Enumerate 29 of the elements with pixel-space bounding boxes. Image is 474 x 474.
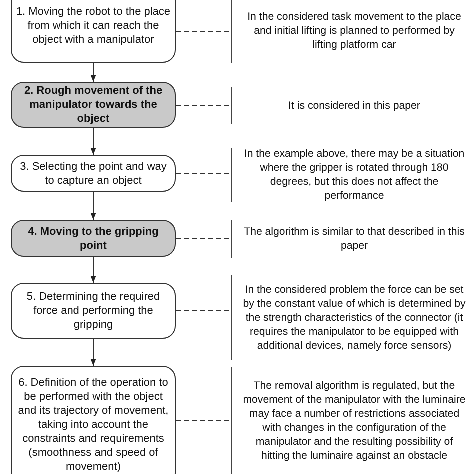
arrow [90, 128, 96, 156]
step-text: 5. Determining the required force and performing the gripping [26, 290, 162, 332]
dashed-connector [176, 173, 232, 174]
step-text: 4. Moving to the gripping point [27, 224, 160, 252]
process-box [11, 283, 176, 339]
step-text: 3. Selecting the point and way to capture an object [19, 160, 168, 188]
note-text: It is considered in this paper [288, 98, 420, 112]
note-text: In the considered problem the force can be set by the constant value of which is determined by the strength characteristics of the connector (it requires the manipulator to be equipped with additional devices, namely force sensors) [242, 282, 467, 352]
process-box [11, 155, 176, 192]
step-text: 6. Definition of the operation to be performed with the object and its trajectory of movement, taking into account the constraints and requirements (smoothness and speed of movement) [17, 376, 170, 474]
step-text: 1. Moving the robot to the place from which it can reach the object with a manipulator [16, 4, 171, 46]
arrow [90, 62, 96, 82]
arrow [90, 338, 96, 366]
step-text: 2. Rough movement of the manipulator towards the object [23, 84, 164, 126]
note-text: The removal algorithm is regulated, but the movement of the manipulator with the luminaire may face a number of restrictions associated with changes in the configuration of the manipulator and the resulting possibility of hitting the luminaire against an obstacle [242, 378, 467, 462]
dashed-connector [176, 310, 232, 312]
dashed-connector [176, 238, 232, 239]
arrow [90, 256, 96, 284]
process-box [11, 366, 176, 474]
process-box [11, 0, 176, 63]
note-text: The algorithm is similar to that described in this paper [243, 225, 466, 253]
dashed-connector [176, 31, 232, 32]
process-box [11, 82, 176, 128]
process-box [11, 220, 176, 257]
dashed-connector [176, 105, 232, 106]
arrow [90, 192, 96, 220]
note-text: In the considered task movement to the place and initial lifting is planned to performed by lifting platform car [246, 10, 462, 52]
dashed-connector [176, 420, 232, 421]
note-text: In the example above, there may be a situation where the gripper is rotated through 180 degrees, but this does not affect the performance [243, 147, 466, 203]
